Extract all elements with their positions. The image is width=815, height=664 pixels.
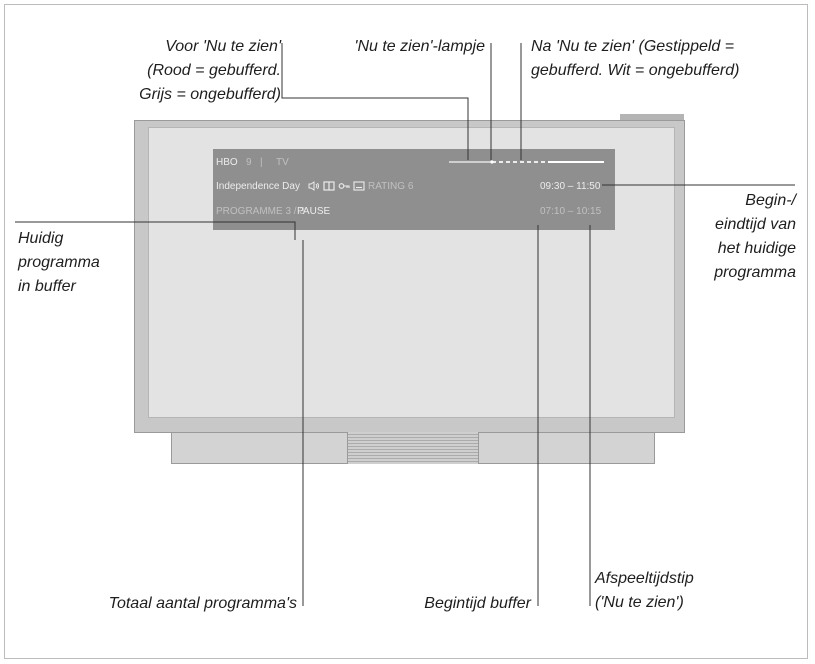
callout-before-now-viewing: Voor 'Nu te zien' (Rood = gebufferd. Gri… [139, 38, 281, 103]
tv-top-tab [620, 114, 684, 121]
buffer-bar [449, 160, 604, 164]
playback-mode: PAUSE [297, 206, 331, 217]
programme-title: Independence Day [216, 181, 300, 192]
programme-time: 09:30 – 11:50 [540, 181, 601, 192]
callout-playback-time: Afspeeltijdstip ('Nu te zien') [595, 570, 694, 611]
speaker-icon [308, 180, 320, 196]
callout-buffer-start-time: Begintijd buffer [424, 595, 531, 612]
key-icon [338, 180, 350, 196]
diagram-frame [4, 4, 808, 659]
callout-now-viewing-lamp: 'Nu te zien'-lampje [354, 38, 485, 55]
channel-name: HBO [216, 157, 238, 168]
speaker-grille [347, 432, 479, 464]
rating-label: RATING 6 [368, 181, 414, 192]
osd-panel: HBO 9 | TV Independence Day RATING 6 09:… [213, 149, 615, 230]
callout-after-now-viewing: Na 'Nu te zien' (Gestippeld = gebufferd.… [531, 38, 740, 79]
callout-total-programmes: Totaal aantal programma's [108, 595, 297, 612]
callout-start-end-time: Begin-/ eindtijd van het huidige program… [714, 192, 796, 281]
channel-number: 9 [246, 157, 252, 168]
callout-current-programme: Huidig programma in buffer [18, 230, 100, 295]
now-viewing-marker [490, 160, 494, 164]
subtitle-icon [353, 180, 365, 196]
separator: | [260, 157, 263, 168]
dual-screen-icon [323, 180, 335, 196]
source-label: TV [276, 157, 289, 168]
buffer-time: 07:10 – 10:15 [540, 206, 602, 217]
programme-count: PROGRAMME 3 / 3 [216, 206, 305, 217]
